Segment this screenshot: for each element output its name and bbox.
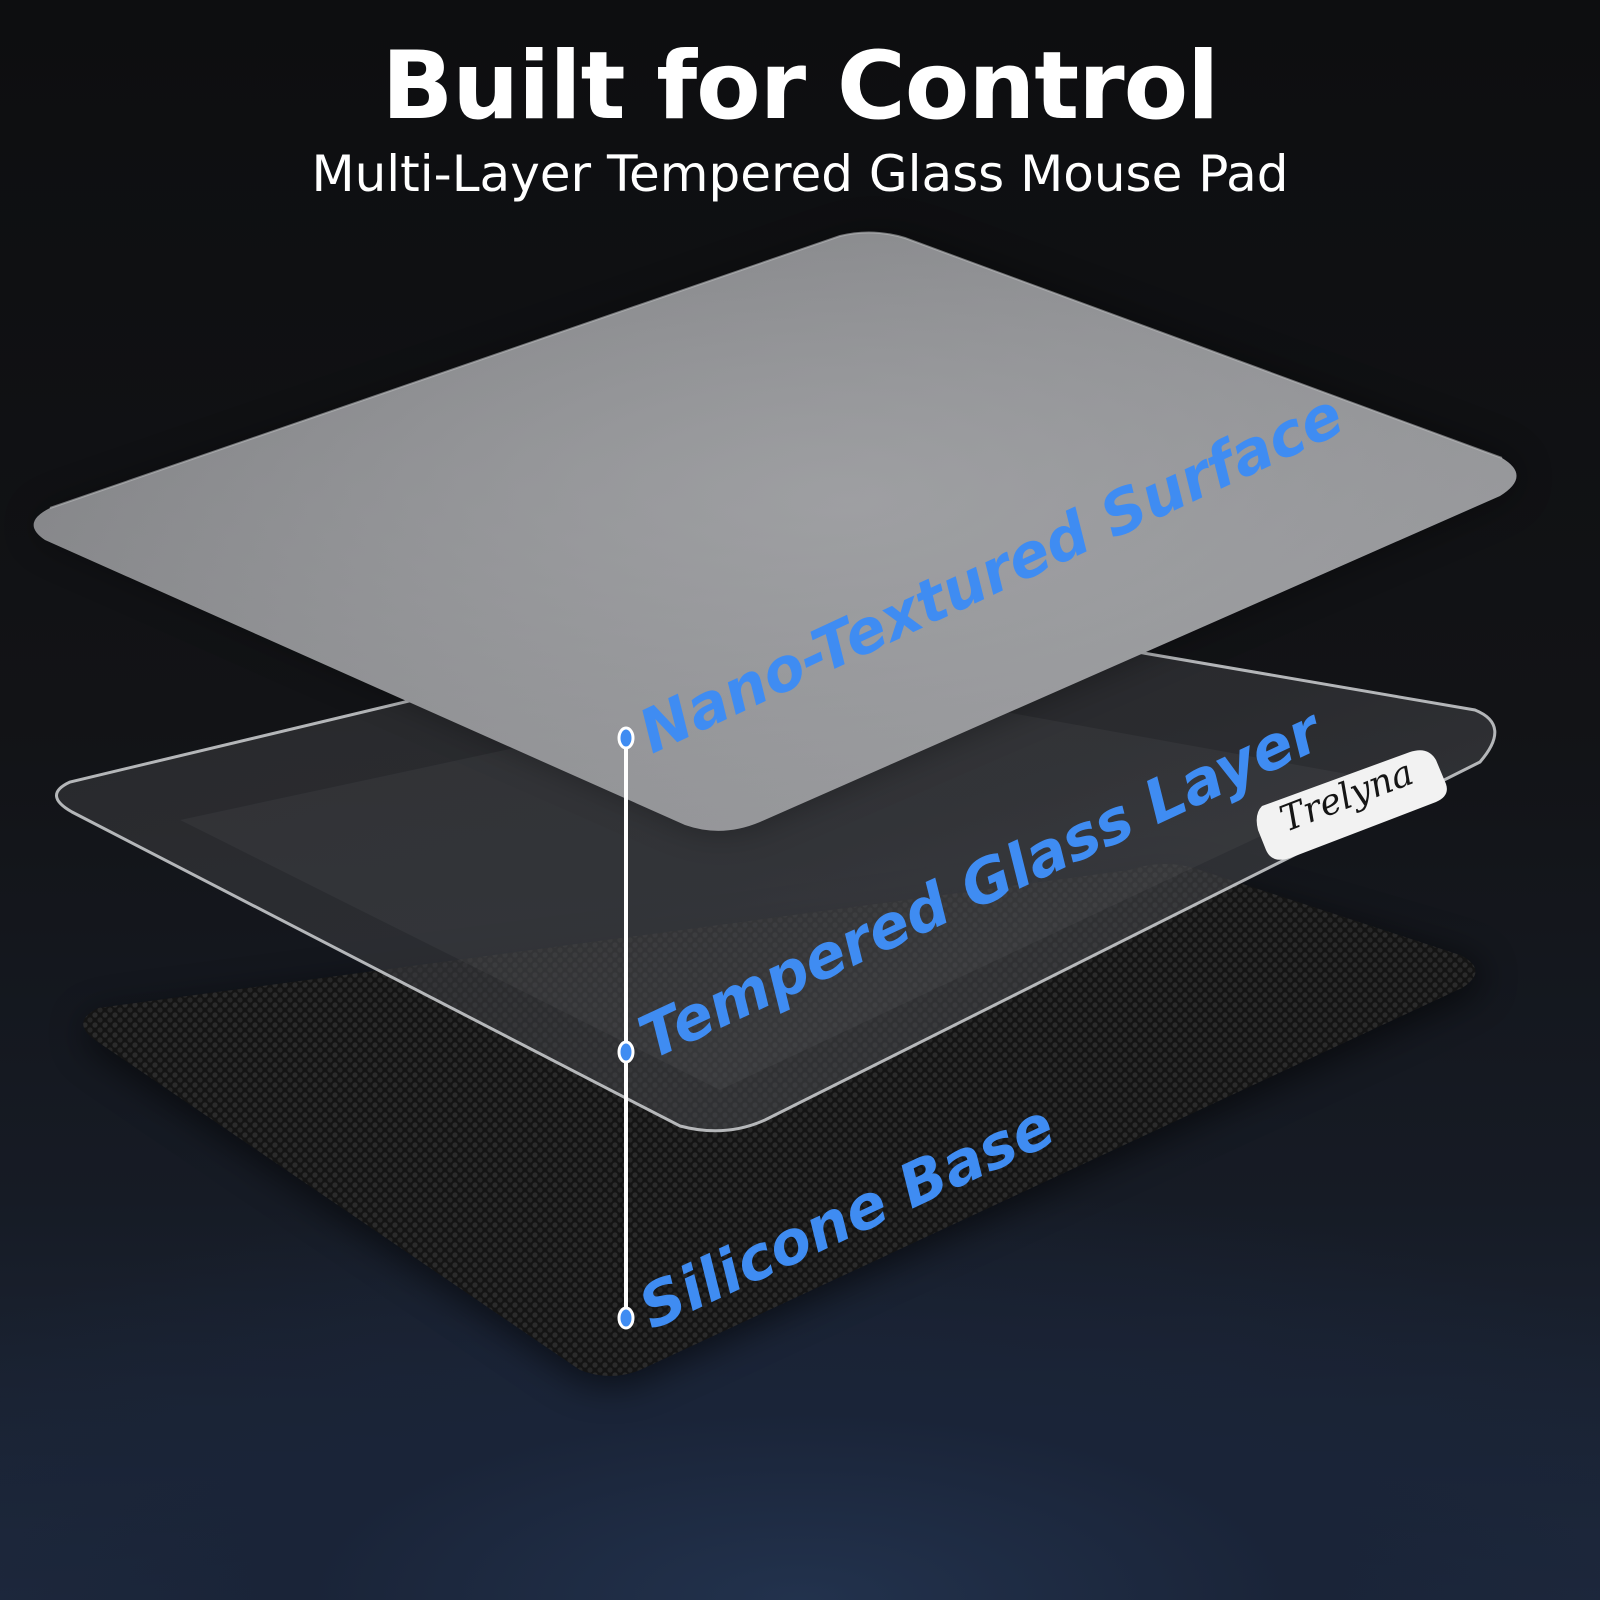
page-subtitle: Multi-Layer Tempered Glass Mouse Pad	[311, 145, 1289, 203]
callout-dot-base	[617, 1306, 635, 1330]
callout-dot-glass	[617, 1040, 635, 1064]
callout-dot-surface	[617, 726, 635, 750]
callout-connector	[617, 726, 635, 1330]
page-title: Built for Control	[381, 32, 1220, 141]
nano-textured-surface-layer	[33, 231, 1519, 831]
